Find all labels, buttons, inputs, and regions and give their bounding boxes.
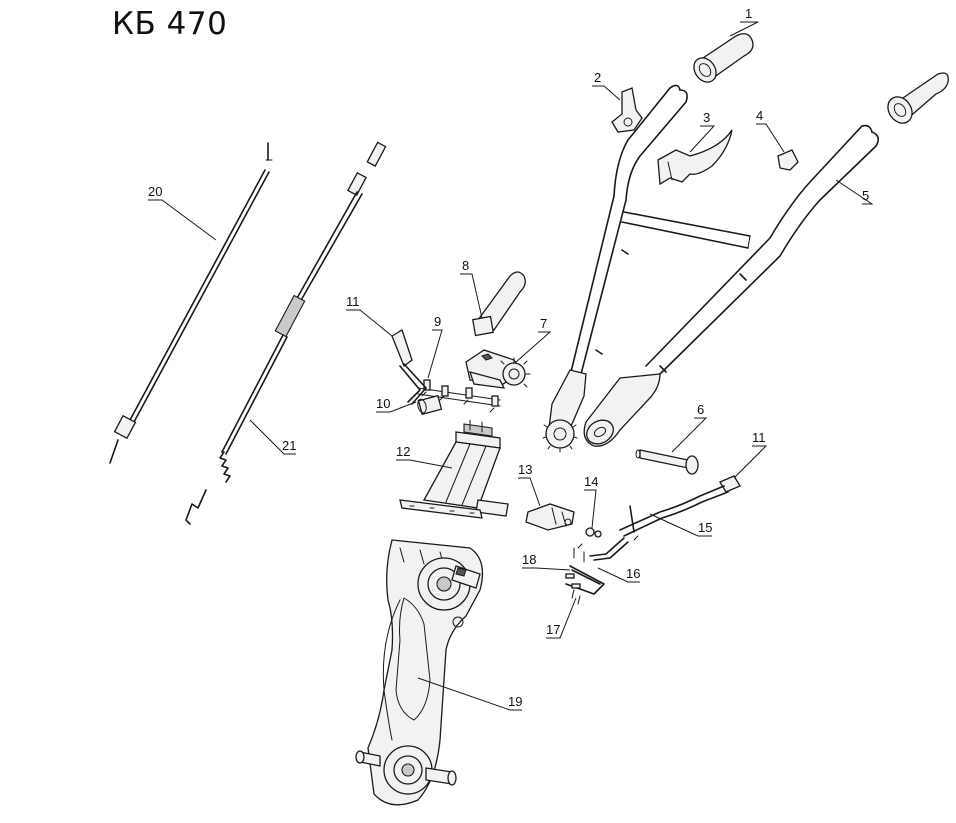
- callout-21: 21: [282, 438, 296, 453]
- callout-7: 7: [540, 316, 547, 331]
- leader-lines: [148, 21, 874, 711]
- callout-2: 2: [594, 70, 601, 85]
- callout-3: 3: [703, 110, 710, 125]
- throttle-lever-2: [611, 87, 643, 133]
- callout-11-left: 11: [346, 294, 360, 309]
- column-12: [399, 419, 509, 519]
- callout-20: 20: [148, 184, 162, 199]
- callout-6: 6: [697, 402, 704, 417]
- diagram-title: КБ 470: [112, 6, 228, 42]
- callout-8: 8: [462, 258, 469, 273]
- callout-13: 13: [518, 462, 532, 477]
- callout-14: 14: [584, 474, 598, 489]
- clutch-lever-3: [657, 129, 733, 186]
- callout-16: 16: [626, 566, 640, 581]
- transmission-19: [355, 539, 484, 806]
- callout-17: 17: [546, 622, 560, 637]
- grip-1: [693, 33, 754, 83]
- callout-1: 1: [745, 6, 752, 21]
- linkage-16-17-18: [565, 547, 605, 605]
- callout-11-right: 11: [752, 430, 766, 445]
- callout-4: 4: [756, 108, 763, 123]
- bolt-6: [635, 449, 699, 475]
- rod-11-15: [577, 475, 741, 561]
- callout-labels: 1 2 3 4 5 6 7 8 9 10 11 11 12 13 14 15 1…: [148, 6, 869, 709]
- callout-18: 18: [522, 552, 536, 567]
- callout-9: 9: [434, 314, 441, 329]
- callout-12: 12: [396, 444, 410, 459]
- bracket-13: [525, 503, 575, 531]
- callout-15: 15: [698, 520, 712, 535]
- cable-21: [185, 141, 387, 525]
- bolts-9: [417, 379, 501, 413]
- callout-10: 10: [376, 396, 390, 411]
- handlebar-frame-5: [542, 84, 880, 453]
- grip-2: [887, 72, 949, 124]
- callout-5: 5: [862, 188, 869, 203]
- shift-lever-11-10: [391, 329, 443, 416]
- callout-19: 19: [508, 694, 522, 709]
- lever-8: [471, 271, 526, 337]
- gear-shifter-7: [465, 349, 531, 389]
- cable-20: [109, 142, 273, 464]
- nut-14: [585, 527, 602, 538]
- clip-4: [777, 149, 799, 171]
